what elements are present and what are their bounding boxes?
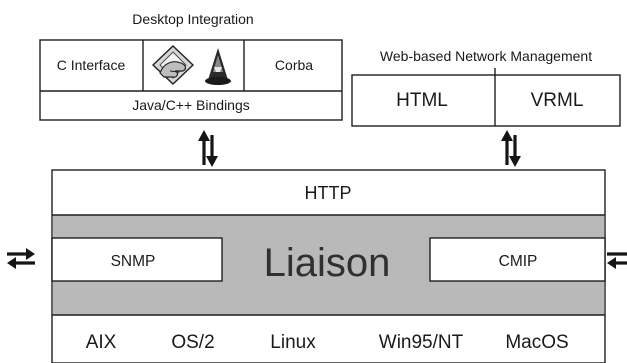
platform-label: Win95/NT	[379, 332, 464, 353]
liaison-core-group: HTTP SNMP CMIP Liaison AIX OS/2 Linux Wi…	[51, 169, 606, 363]
html-label: HTML	[396, 90, 448, 111]
cmip-box	[429, 237, 606, 282]
http-label: HTTP	[305, 183, 352, 203]
hand-on-window-icon	[151, 45, 195, 85]
platform-label: Linux	[270, 332, 316, 353]
platform-label: OS/2	[171, 332, 214, 353]
corba-label: Corba	[275, 57, 313, 73]
snmp-box	[51, 237, 223, 282]
right-side-arrows-icon	[607, 252, 627, 269]
platform-label: MacOS	[505, 332, 568, 353]
desktop-integration-group: Desktop Integration C Interface Corba Ja…	[39, 11, 343, 121]
cmip-label: CMIP	[499, 253, 538, 270]
web-management-group: Web-based Network Management HTML VRML	[351, 48, 621, 127]
wizard-hat-icon	[205, 48, 231, 85]
bindings-label: Java/C++ Bindings	[132, 97, 250, 113]
web-management-title: Web-based Network Management	[380, 48, 592, 64]
web-management-box	[351, 74, 621, 127]
snmp-label: SNMP	[111, 253, 156, 270]
platform-label: AIX	[86, 332, 117, 353]
c-interface-label: C Interface	[57, 57, 126, 73]
platform-list: AIX OS/2 Linux Win95/NT MacOS	[86, 332, 569, 353]
desktop-integration-title: Desktop Integration	[132, 11, 253, 27]
vrml-label: VRML	[531, 90, 584, 111]
left-side-arrows-icon	[7, 248, 35, 269]
liaison-title: Liaison	[264, 241, 391, 285]
desktop-integration-box	[39, 39, 343, 121]
bidirectional-arrow-icon	[198, 130, 521, 167]
